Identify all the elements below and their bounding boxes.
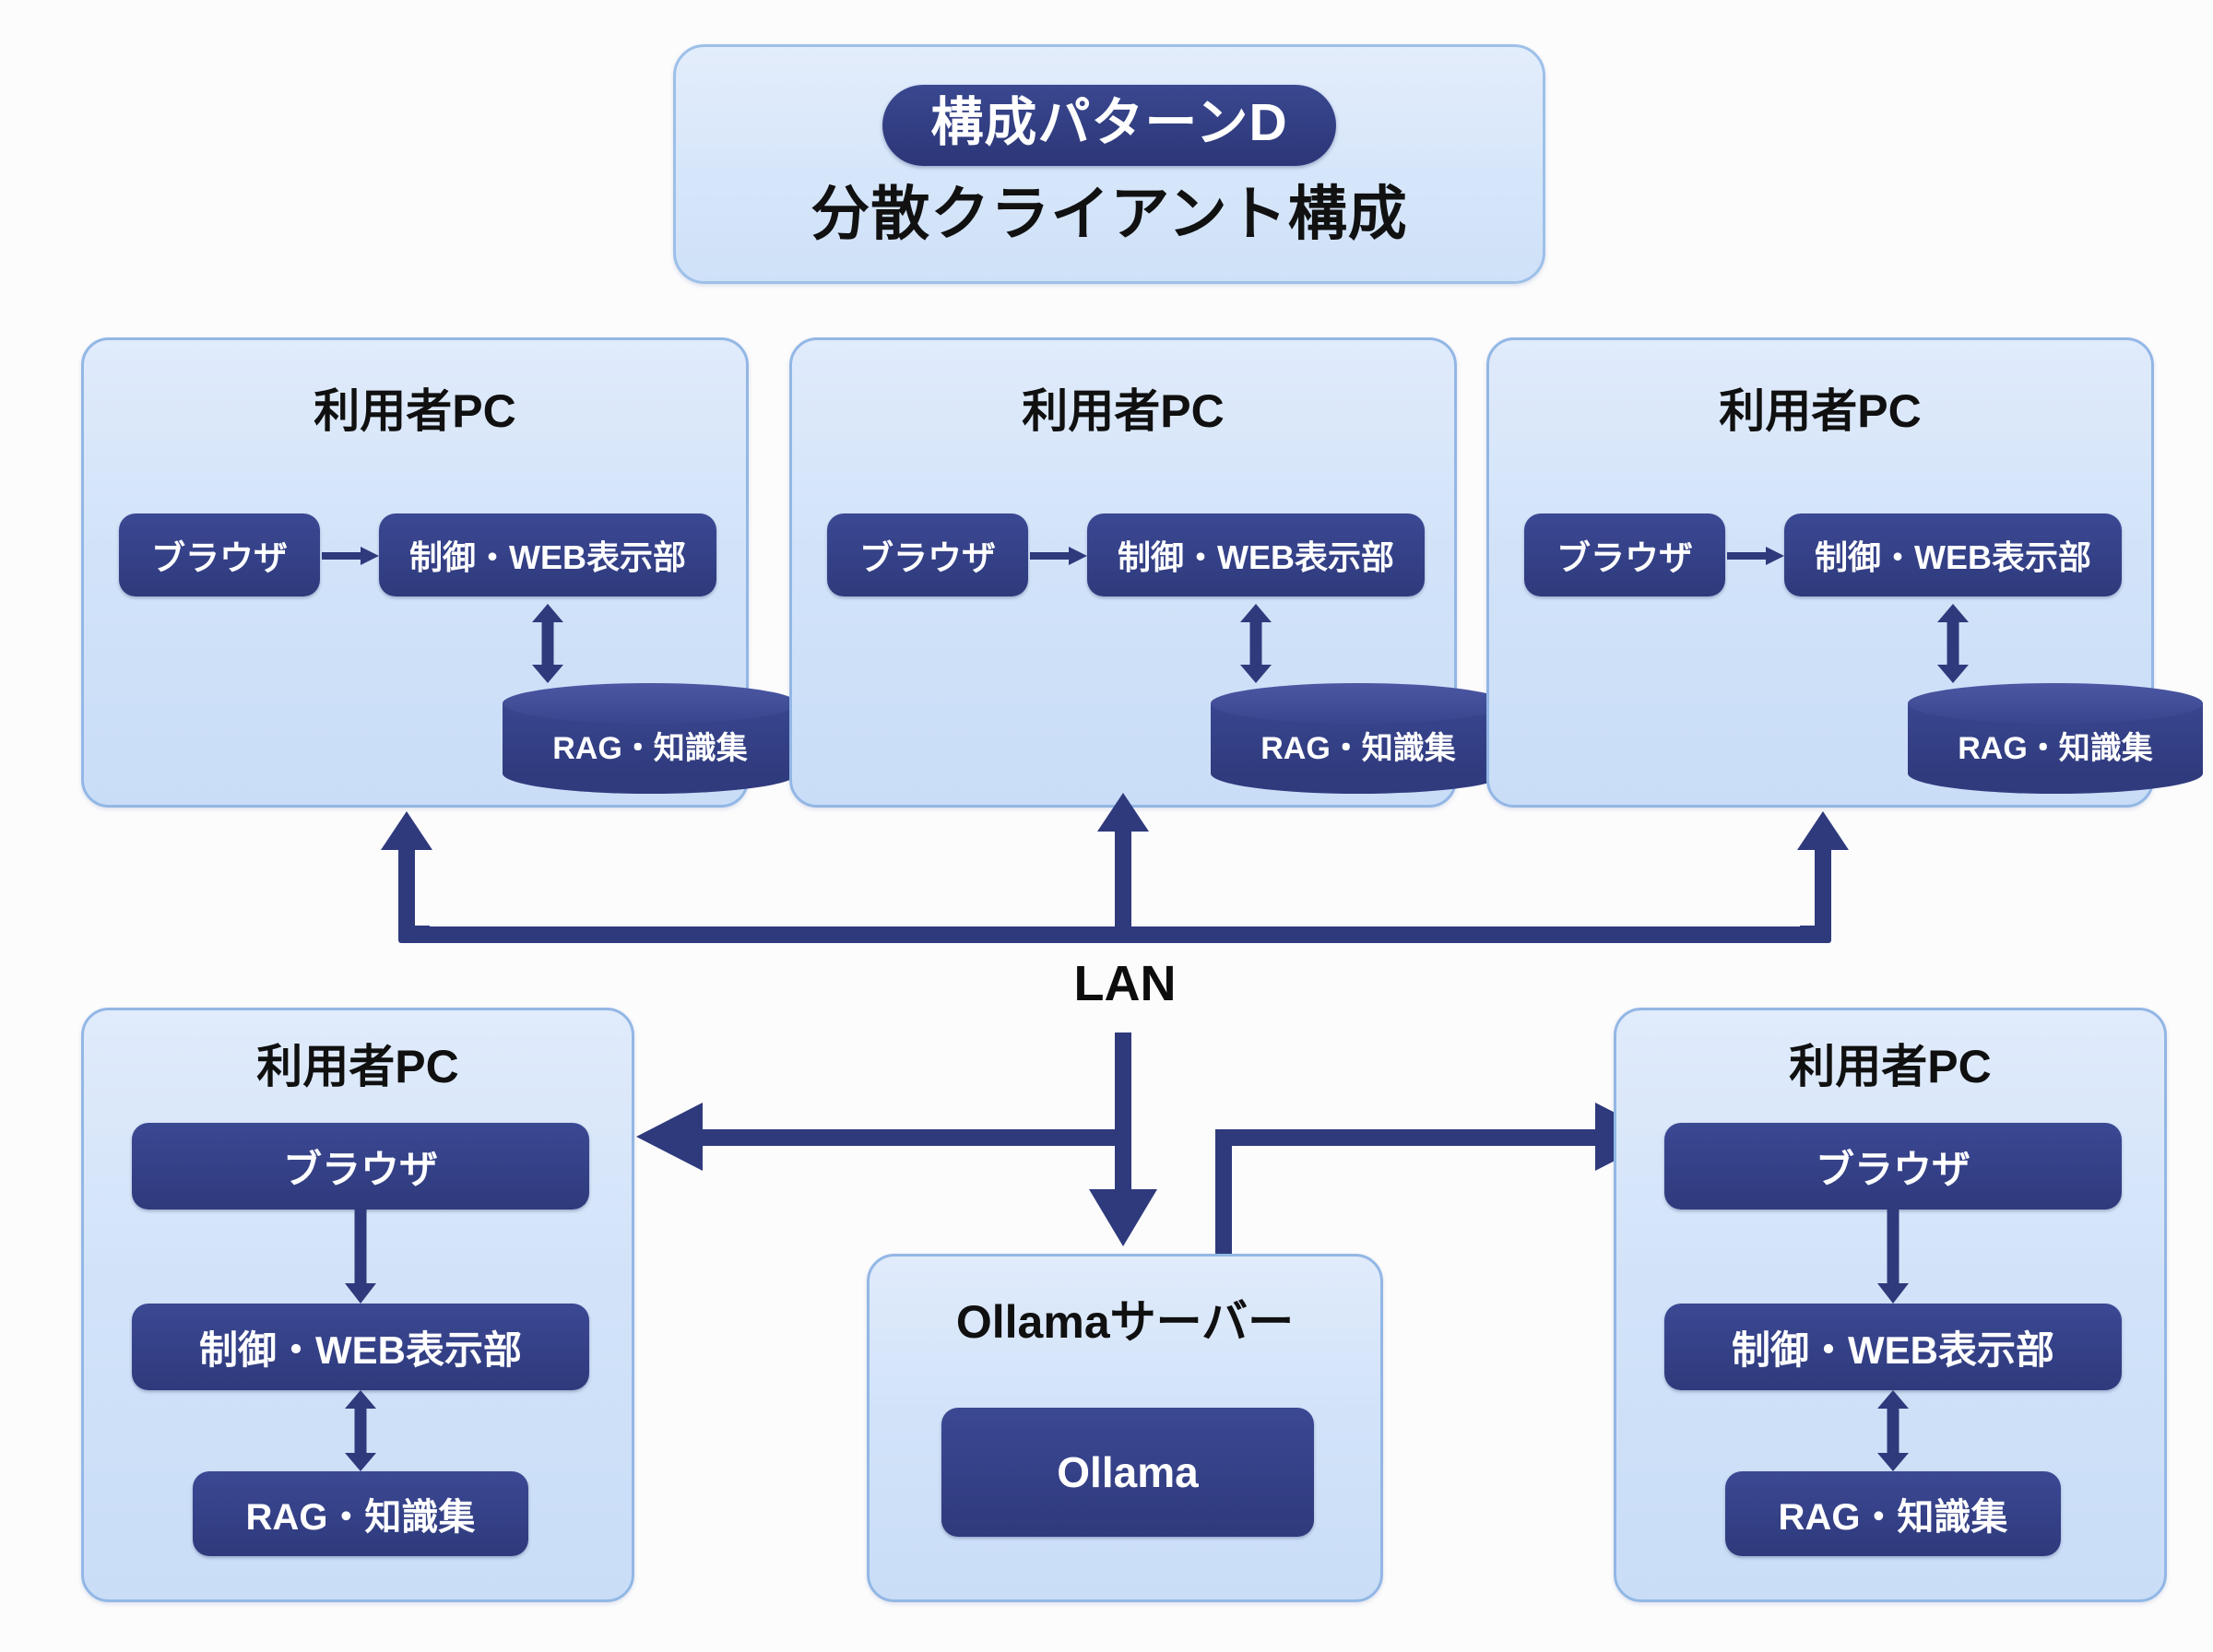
lan-branch-left (701, 1129, 1125, 1146)
server-title: Ollamaサーバー (955, 1296, 1295, 1348)
card-title: 利用者PC (1022, 385, 1225, 437)
browser-to-control-arrow-icon (1727, 547, 1784, 565)
card-title: 利用者PC (256, 1041, 459, 1092)
control-web-box: 制御・WEB表示部 (379, 513, 716, 596)
lan-riser-arrow-2-icon (1097, 793, 1149, 832)
rag-label: RAG・知識集 (1958, 731, 2153, 766)
lan-riser-2 (1115, 830, 1131, 940)
rag-label: RAG・知識集 (552, 731, 748, 766)
browser-to-control-arrow-icon (1030, 547, 1087, 565)
control-web-box: 制御・WEB表示部 (132, 1304, 589, 1390)
diagram-title-card: 構成パターンD 分散クライアント構成 (673, 44, 1545, 284)
lan-branch-right-elbow (1215, 1129, 1247, 1161)
lan-riser-arrow-1-icon (381, 811, 432, 850)
card-title: 利用者PC (1719, 385, 1922, 437)
lan-branch-left-arrow-icon (636, 1103, 703, 1171)
pattern-badge: 構成パターンD (882, 85, 1336, 166)
ollama-server-card: Ollamaサーバー Ollama (867, 1254, 1383, 1602)
rag-box: RAG・知識集 (1725, 1471, 2061, 1556)
lan-label: LAN (1073, 956, 1177, 1011)
card-title: 利用者PC (1789, 1041, 1992, 1092)
browser-box: ブラウザ (119, 513, 320, 596)
ollama-component-box: Ollama (941, 1408, 1314, 1537)
rag-database-cylinder: RAG・知識集 (1211, 683, 1506, 794)
rag-database-cylinder: RAG・知識集 (503, 683, 798, 794)
control-rag-bidirectional-arrow-icon (1937, 604, 1969, 683)
control-rag-bidirectional-arrow-icon (532, 604, 563, 683)
control-web-box: 制御・WEB表示部 (1784, 513, 2122, 596)
rag-database-cylinder: RAG・知識集 (1908, 683, 2203, 794)
browser-to-control-arrow-icon (345, 1210, 376, 1304)
control-rag-bidirectional-arrow-icon (345, 1390, 376, 1471)
page-title: 分散クライアント構成 (811, 181, 1408, 247)
control-web-box: 制御・WEB表示部 (1664, 1304, 2122, 1390)
control-rag-bidirectional-arrow-icon (1240, 604, 1272, 683)
lan-branch-right (1215, 1129, 1601, 1146)
card-title: 利用者PC (314, 385, 516, 437)
lan-branch-right-riser (1215, 1139, 1232, 1258)
rag-label: RAG・知識集 (1260, 731, 1456, 766)
lan-elbow-left (398, 911, 430, 942)
browser-box: ブラウザ (1664, 1123, 2122, 1210)
browser-box: ブラウザ (1524, 513, 1725, 596)
rag-box: RAG・知識集 (193, 1471, 528, 1556)
browser-box: ブラウザ (827, 513, 1028, 596)
lan-drop-arrow-icon (1089, 1189, 1157, 1246)
lan-elbow-right (1800, 911, 1831, 942)
browser-box: ブラウザ (132, 1123, 589, 1210)
browser-to-control-arrow-icon (1877, 1210, 1909, 1304)
user-pc-card-3: 利用者PC ブラウザ 制御・WEB表示部 RAG・知識集 (1486, 337, 2203, 808)
user-pc-card-bottom-left: 利用者PC ブラウザ 制御・WEB表示部 RAG・知識集 (81, 1008, 634, 1602)
control-web-box: 制御・WEB表示部 (1087, 513, 1425, 596)
control-rag-bidirectional-arrow-icon (1877, 1390, 1909, 1471)
user-pc-card-bottom-right: 利用者PC ブラウザ 制御・WEB表示部 RAG・知識集 (1614, 1008, 2167, 1602)
lan-horizontal-trunk (398, 926, 1831, 943)
browser-to-control-arrow-icon (322, 547, 379, 565)
lan-riser-arrow-3-icon (1797, 811, 1849, 850)
user-pc-card-2: 利用者PC ブラウザ 制御・WEB表示部 RAG・知識集 (789, 337, 1506, 808)
user-pc-card-1: 利用者PC ブラウザ 制御・WEB表示部 RAG・知識集 (81, 337, 798, 808)
